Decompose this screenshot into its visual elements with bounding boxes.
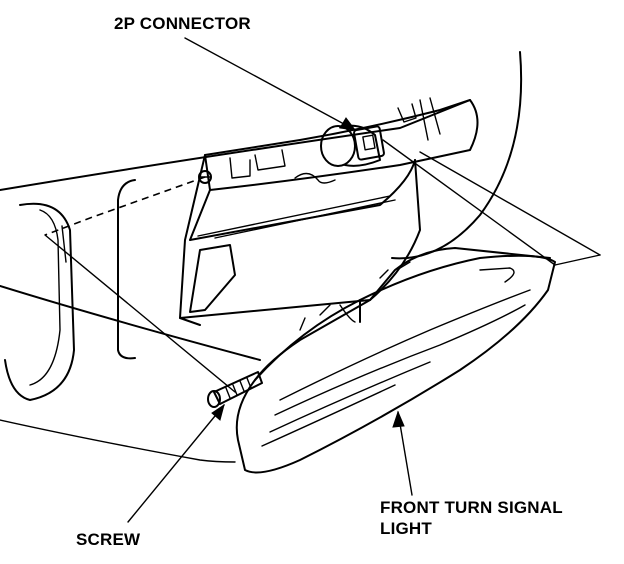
light-arrowhead [392, 410, 405, 428]
turn-signal-light-label-line2: LIGHT [380, 519, 432, 538]
body-panel [0, 51, 523, 463]
screw-part [207, 371, 263, 408]
light-housing-opening [179, 97, 479, 326]
screw-label: SCREW [76, 530, 141, 549]
connector-arrowhead [339, 117, 357, 131]
connector-2p [353, 125, 385, 161]
turn-signal-lens [235, 247, 556, 474]
turn-signal-light-label-line1: FRONT TURN SIGNAL [380, 498, 563, 517]
guide-lines [44, 139, 601, 393]
screw-arrowhead [211, 403, 225, 421]
leader-lines [127, 37, 413, 523]
turn-signal-light-label: FRONT TURN SIGNAL LIGHT [380, 497, 563, 539]
bulb-socket [320, 124, 381, 167]
connector-label: 2P CONNECTOR [114, 14, 251, 33]
